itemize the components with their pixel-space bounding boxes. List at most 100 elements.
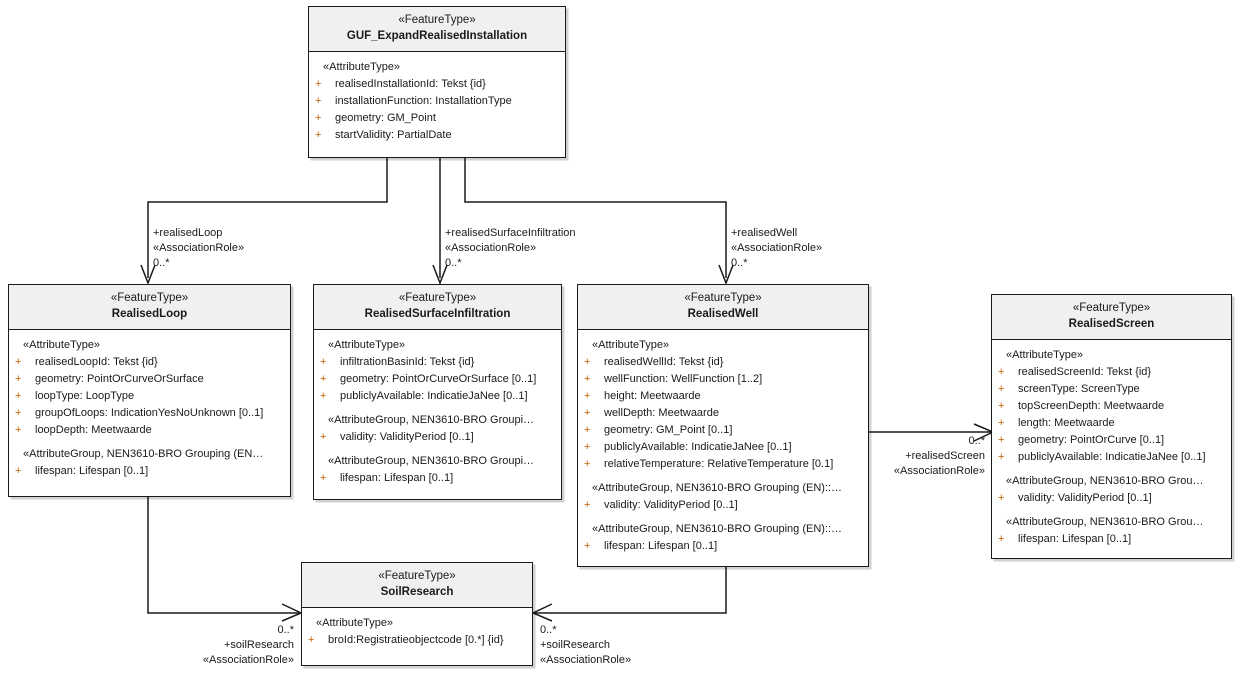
visibility-marker: +	[315, 78, 322, 90]
class-stereotype: «FeatureType»	[398, 14, 476, 26]
arrowhead-soilresearch-left	[281, 603, 303, 622]
attribute-row: +height: Meetwaarde	[578, 388, 868, 405]
attribute-row: +topScreenDepth: Meetwaarde	[992, 398, 1231, 415]
visibility-marker: +	[998, 366, 1005, 378]
attribute-text: broId:Registratieobjectcode [0.*] {id}	[328, 634, 504, 646]
assoc-multiplicity: 0..*	[277, 624, 294, 636]
class-header: «FeatureType» RealisedWell	[578, 285, 868, 330]
attribute-row: +length: Meetwaarde	[992, 415, 1231, 432]
visibility-marker: +	[998, 533, 1005, 545]
attribute-row: +realisedLoopId: Tekst {id}	[9, 354, 290, 371]
class-stereotype: «FeatureType»	[684, 292, 762, 304]
attribute-text: wellFunction: WellFunction [1..2]	[604, 373, 763, 385]
attribute-text: loopDepth: Meetwaarde	[35, 424, 152, 436]
visibility-marker: +	[998, 383, 1005, 395]
attribute-text: geometry: PointOrCurveOrSurface [0..1]	[340, 373, 537, 385]
assoc-label-loop-soilresearch[interactable]: 0..* +soilResearch «AssociationRole»	[170, 623, 294, 668]
class-name: GUF_ExpandRealisedInstallation	[346, 30, 528, 42]
class-attributes: «AttributeType» +realisedScreenId: Tekst…	[992, 340, 1231, 555]
visibility-marker: +	[320, 390, 327, 402]
attribute-text: realisedScreenId: Tekst {id}	[1018, 366, 1152, 378]
attribute-text: length: Meetwaarde	[1018, 417, 1115, 429]
attribute-row: + lifespan: Lifespan [0..1]	[578, 538, 868, 555]
visibility-marker: +	[15, 407, 22, 419]
attribute-row: +publiclyAvailable: IndicatieJaNee [0..1…	[314, 388, 561, 405]
attribute-row: +broId:Registratieobjectcode [0.*] {id}	[302, 632, 532, 649]
attribute-text: screenType: ScreenType	[1018, 383, 1140, 395]
section-gap	[314, 446, 561, 453]
attribute-text: geometry: GM_Point [0..1]	[604, 424, 733, 436]
attribute-row: +infiltrationBasinId: Tekst {id}	[314, 354, 561, 371]
attribute-text: groupOfLoops: IndicationYesNoUnknown [0.…	[35, 407, 264, 419]
attribute-row: + geometry: GM_Point [0..1]	[578, 422, 868, 439]
visibility-marker: +	[15, 424, 22, 436]
section-gap	[314, 405, 561, 412]
assoc-stereotype: «AssociationRole»	[445, 242, 537, 254]
attribute-row: +relativeTemperature: RelativeTemperatur…	[578, 456, 868, 473]
attribute-text: publiclyAvailable: IndicatieJaNee [0..1]	[604, 441, 792, 453]
attribute-row: + realisedScreenId: Tekst {id}	[992, 364, 1231, 381]
attribute-row: + loopDepth: Meetwaarde	[9, 422, 290, 439]
attribute-row: +validity: ValidityPeriod [0..1]	[992, 490, 1231, 507]
attribute-text: lifespan: Lifespan [0..1]	[604, 540, 718, 552]
attribute-group-label: «AttributeGroup, NEN3610-BRO Groupi…	[328, 455, 535, 467]
attribute-text: validity: ValidityPeriod [0..1]	[340, 431, 474, 443]
class-box-realisedloop[interactable]: «FeatureType» RealisedLoop «AttributeTyp…	[8, 284, 291, 497]
attribute-row: +wellDepth: Meetwaarde	[578, 405, 868, 422]
visibility-marker: +	[584, 458, 591, 470]
attribute-text: realisedWellId: Tekst {id}	[604, 356, 724, 368]
assoc-multiplicity: 0..*	[445, 257, 462, 269]
visibility-marker: +	[584, 441, 591, 453]
section-gap	[578, 473, 868, 480]
class-attributes: «AttributeType» +realisedInstallationId:…	[309, 52, 565, 151]
class-stereotype: «FeatureType»	[398, 292, 477, 304]
visibility-marker: +	[584, 407, 591, 419]
attribute-group-label: «AttributeType»	[592, 339, 670, 351]
attribute-row: + publiclyAvailable: IndicatieJaNee [0..1…	[578, 439, 868, 456]
class-box-realisedscreen[interactable]: «FeatureType» RealisedScreen «AttributeT…	[991, 294, 1232, 559]
class-box-guf-expandrealisedinstallation[interactable]: «FeatureType» GUF_ExpandRealisedInstalla…	[308, 6, 566, 158]
visibility-marker: +	[998, 434, 1005, 446]
class-header: «FeatureType» GUF_ExpandRealisedInstalla…	[309, 7, 565, 52]
assoc-label-well-screen[interactable]: 0..* +realisedScreen «AssociationRole»	[875, 434, 985, 479]
attribute-text: lifespan: Lifespan [0..1]	[340, 472, 454, 484]
visibility-marker: +	[998, 451, 1005, 463]
attribute-row: + validity: ValidityPeriod [0..1]	[578, 497, 868, 514]
visibility-marker: +	[584, 424, 591, 436]
attribute-group-label: «AttributeGroup, NEN3610-BRO Grouping (E…	[592, 523, 843, 535]
attribute-group-label: «AttributeType»	[23, 339, 101, 351]
class-stereotype: «FeatureType»	[110, 292, 189, 304]
class-stereotype: «FeatureType»	[1072, 302, 1151, 314]
attribute-group-label: «AttributeGroup, NEN3610-BRO Grouping (E…	[23, 448, 264, 460]
visibility-marker: +	[320, 472, 327, 484]
assoc-multiplicity: 0..*	[731, 257, 748, 269]
class-header: «FeatureType» RealisedSurfaceInfiltratio…	[314, 285, 561, 330]
assoc-label-well-soilresearch[interactable]: 0..* +soilResearch «AssociationRole»	[540, 623, 631, 668]
visibility-marker: +	[998, 492, 1005, 504]
class-attributes: «AttributeType» +realisedLoopId: Tekst {…	[9, 330, 290, 487]
class-box-realisedwell[interactable]: «FeatureType» RealisedWell «AttributeTyp…	[577, 284, 869, 567]
attribute-group-label: «AttributeType»	[316, 617, 394, 629]
assoc-label-guf-loop[interactable]: +realisedLoop «AssociationRole» 0..*	[153, 226, 244, 271]
attribute-group-label: «AttributeGroup, NEN3610-BRO Grouping (E…	[592, 482, 843, 494]
class-name: RealisedSurfaceInfiltration	[364, 308, 511, 320]
assoc-label-guf-infiltration[interactable]: +realisedSurfaceInfiltration «Associatio…	[445, 226, 576, 271]
visibility-marker: +	[315, 129, 322, 141]
attribute-text: geometry: PointOrCurveOrSurface	[35, 373, 204, 385]
visibility-marker: +	[584, 499, 591, 511]
assoc-role-name: +realisedWell	[731, 227, 798, 239]
assoc-stereotype: «AssociationRole»	[153, 242, 245, 254]
attribute-text: validity: ValidityPeriod [0..1]	[604, 499, 738, 511]
class-box-soilresearch[interactable]: «FeatureType» SoilResearch «AttributeTyp…	[301, 562, 533, 666]
class-box-realisedsurfaceinfiltration[interactable]: «FeatureType» RealisedSurfaceInfiltratio…	[313, 284, 562, 500]
visibility-marker: +	[315, 95, 322, 107]
visibility-marker: +	[15, 390, 22, 402]
connector-realisedloop-to-soilresearch	[147, 497, 300, 614]
visibility-marker: +	[584, 540, 591, 552]
assoc-stereotype: «AssociationRole»	[540, 654, 632, 666]
assoc-label-guf-well[interactable]: +realisedWell «AssociationRole» 0..*	[731, 226, 822, 271]
assoc-role-name: +realisedScreen	[905, 450, 985, 462]
attribute-row: + screenType: ScreenType	[992, 381, 1231, 398]
class-header: «FeatureType» RealisedLoop	[9, 285, 290, 330]
attribute-row: +publiclyAvailable: IndicatieJaNee [0..1…	[992, 449, 1231, 466]
